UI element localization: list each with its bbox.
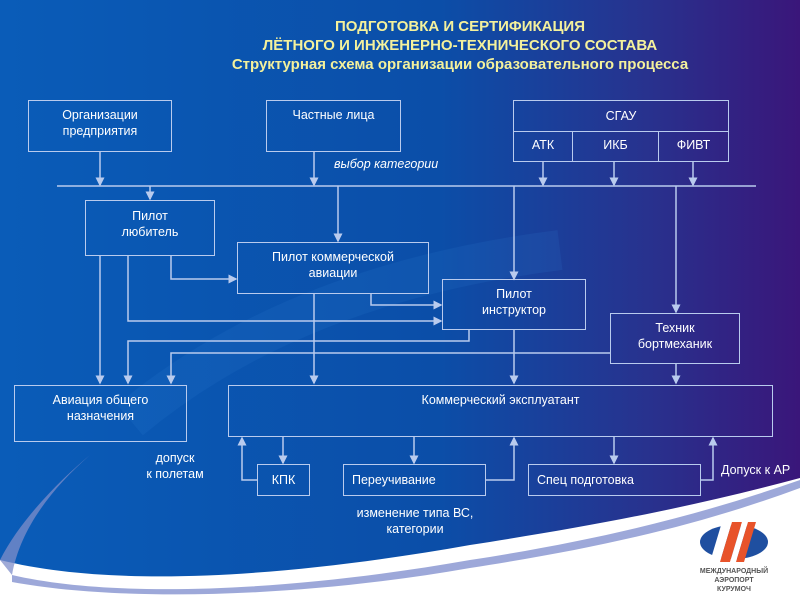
department-fivt: ФИВТ [676,138,711,152]
flight-admission-label: допуск к полетам [130,450,220,482]
airport-logo-icon [700,522,768,562]
amateur-pilot-line-1: Пилот [132,209,168,223]
university-box: СГАУ АТК ИКБ ФИВТ [513,100,729,162]
special-training-box: Спец подготовка [528,464,701,496]
commercial-pilot-box: Пилот коммерческой авиации [237,242,429,294]
kpk-box: КПК [257,464,310,496]
technician-line-1: Техник [655,321,695,335]
technician-line-2: бортмеханик [637,337,713,351]
title-line-2: ЛЁТНОГО И ИНЖЕНЕРНО-ТЕХНИЧЕСКОГО СОСТАВА [262,37,658,54]
technician-box: Техник бортмеханик [610,313,740,364]
commercial-operator-box: Коммерческий эксплуатант [228,385,773,437]
individuals-box: Частные лица [266,100,401,152]
airport-logo: МЕЖДУНАРОДНЫЙ АЭРОПОРТ КУРУМОЧ [684,520,784,598]
commercial-operator-label: Коммерческий эксплуатант [421,393,580,407]
type-change-line-1: изменение типа ВС, [356,506,474,520]
department-atk: АТК [514,132,573,161]
instructor-pilot-box: Пилот инструктор [442,279,586,330]
organizations-label: Организации предприятия [62,108,138,138]
instructor-line-2: инструктор [481,303,547,317]
commercial-pilot-line-2: авиации [308,266,358,280]
type-change-line-2: категории [386,522,444,536]
retraining-box: Переучивание [343,464,486,496]
amateur-pilot-line-2: любитель [121,225,179,239]
amateur-pilot-box: Пилот любитель [85,200,215,256]
category-choice-label: выбор категории [334,157,439,171]
flight-admission-line-1: допуск [155,451,195,465]
logo-line-2: АЭРОПОРТ [714,577,754,584]
kpk-label: КПК [271,473,296,487]
individuals-label: Частные лица [292,108,375,122]
organizations-box: Организации предприятия [28,100,172,152]
instructor-line-1: Пилот [496,287,532,301]
general-aviation-box: Авиация общего назначения [14,385,187,442]
department-ikb: ИКБ [573,132,659,161]
university-name: СГАУ [514,101,728,132]
title-line-1: ПОДГОТОВКА И СЕРТИФИКАЦИЯ [335,18,585,35]
subtitle: Структурная схема организации образовате… [231,56,689,73]
type-change-label: изменение типа ВС, категории [330,505,500,537]
general-aviation-line-2: назначения [66,409,135,423]
commercial-pilot-line-1: Пилот коммерческой [272,250,394,264]
logo-line-1: МЕЖДУНАРОДНЫЙ [699,568,769,575]
flight-admission-line-2: к полетам [146,467,204,481]
special-training-label: Спец подготовка [537,473,634,487]
ar-admission-label: Допуск к АР [721,463,791,477]
logo-line-3: КУРУМОЧ [717,586,751,593]
retraining-label: Переучивание [352,473,436,487]
general-aviation-line-1: Авиация общего [52,393,149,407]
